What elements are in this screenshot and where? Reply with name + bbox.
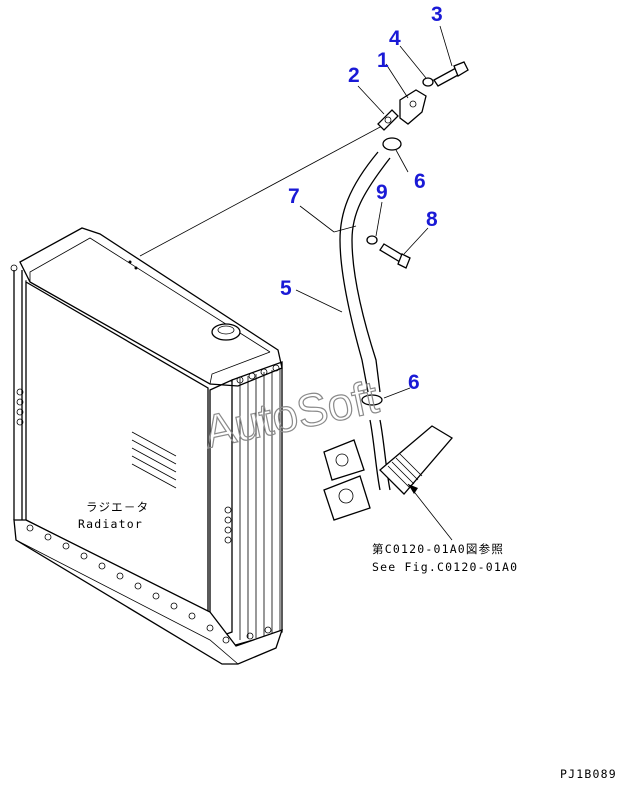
bottom-bolts xyxy=(26,524,272,644)
callout-6-lower: 6 xyxy=(408,371,420,394)
radiator-label-en: Radiator xyxy=(78,517,143,531)
callout-numbers: 1 2 3 4 5 6 6 7 8 9 xyxy=(280,3,443,394)
vent-assembly xyxy=(323,61,469,541)
reference-label-jp: 第C0120-01A0図参照 xyxy=(372,542,504,556)
top-bolts xyxy=(10,264,280,384)
drawing-code: PJ1B089 xyxy=(560,767,617,781)
radiator xyxy=(10,125,383,665)
callout-9: 9 xyxy=(376,181,388,204)
callout-6-upper: 6 xyxy=(414,170,426,193)
callout-4: 4 xyxy=(389,27,401,50)
callout-5: 5 xyxy=(280,277,292,300)
callout-7: 7 xyxy=(288,185,300,208)
radiator-label-jp: ラジエ－タ xyxy=(86,500,149,514)
callout-2: 2 xyxy=(348,64,360,87)
callout-leaders xyxy=(295,25,453,399)
side-bolts xyxy=(16,388,232,544)
reference-label-en: See Fig.C0120-01A0 xyxy=(372,560,518,574)
callout-1: 1 xyxy=(377,49,389,72)
callout-3: 3 xyxy=(431,3,443,26)
callout-8: 8 xyxy=(426,208,438,231)
